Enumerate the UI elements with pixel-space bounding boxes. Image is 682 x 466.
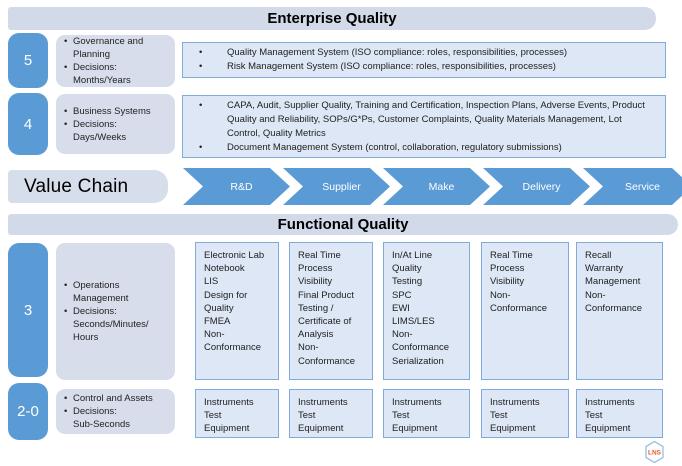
bullet-icon <box>199 46 227 60</box>
bullet-icon <box>64 392 73 405</box>
level-3-number: 3 <box>23 301 33 319</box>
value-chain-arrow-make: Make <box>383 168 490 205</box>
level-3-description-panel: Operations Management Decisions: Seconds… <box>56 243 175 380</box>
bullet-icon <box>64 61 73 74</box>
equipment-box-make: Instruments Test Equipment <box>383 389 470 438</box>
level-4-number: 4 <box>23 115 33 133</box>
enterprise-quality-banner: Enterprise Quality <box>8 7 656 30</box>
level-4-description-panel: Business Systems Decisions: Days/Weeks <box>56 94 175 154</box>
bullet-item: Control and Assets <box>64 392 169 405</box>
bullet-item: Decisions: Seconds/Minutes/ Hours <box>64 305 169 344</box>
bullet-icon <box>64 279 73 292</box>
bullet-icon <box>199 141 227 155</box>
tech-column-supplier: Real Time Process Visibility Final Produ… <box>289 242 373 380</box>
bullet-text: Control and Assets <box>73 393 153 404</box>
bullet-item: Decisions: Months/Years <box>64 61 169 87</box>
tech-column-make: In/At Line Quality Testing SPC EWI LIMS/… <box>383 242 470 380</box>
bullet-item: Decisions: Days/Weeks <box>64 118 169 144</box>
stage-label: Delivery <box>522 180 561 193</box>
level-2-0-number: 2-0 <box>17 403 39 420</box>
bullet-item: Business Systems <box>64 105 169 118</box>
bullet-item: Document Management System (control, col… <box>199 141 657 155</box>
value-chain-arrow-service: Service <box>583 168 682 205</box>
bullet-icon <box>64 35 73 48</box>
bullet-item: Governance and Planning <box>64 35 169 61</box>
value-chain-arrow-delivery: Delivery <box>483 168 590 205</box>
equipment-box-service: Instruments Test Equipment <box>576 389 663 438</box>
bullet-text: Decisions: Days/Weeks <box>73 118 127 143</box>
tech-column-rd: Electronic Lab Notebook LIS Design for Q… <box>195 242 279 380</box>
bullet-item: Quality Management System (ISO complianc… <box>199 46 657 60</box>
level-5-description-panel: Governance and Planning Decisions: Month… <box>56 35 175 87</box>
bullet-icon <box>64 118 73 131</box>
functional-quality-title: Functional Quality <box>277 216 409 233</box>
bullet-text: Quality Management System (ISO complianc… <box>227 47 568 58</box>
value-chain-label: Value Chain <box>8 170 168 203</box>
level-4-content-panel: CAPA, Audit, Supplier Quality, Training … <box>182 95 666 158</box>
bullet-text: CAPA, Audit, Supplier Quality, Training … <box>227 99 645 139</box>
bullet-item: Decisions: Sub-Seconds <box>64 405 169 431</box>
bullet-text: Document Management System (control, col… <box>227 141 562 153</box>
stage-label: Supplier <box>322 180 361 193</box>
level-4-badge: 4 <box>8 93 48 155</box>
bullet-icon <box>64 105 73 118</box>
bullet-text: Decisions: Months/Years <box>73 62 131 86</box>
bullet-item: Risk Management System (ISO compliance: … <box>199 60 657 74</box>
lns-logo: LNS <box>644 440 665 464</box>
stage-label: Service <box>624 180 660 193</box>
level-5-number: 5 <box>23 52 33 69</box>
value-chain-arrows: R&D Supplier Make Delivery Service <box>183 168 682 205</box>
bullet-text: Decisions: Sub-Seconds <box>73 406 131 430</box>
value-chain-arrow-supplier: Supplier <box>283 168 390 205</box>
equipment-box-delivery: Instruments Test Equipment <box>481 389 569 438</box>
level-5-badge: 5 <box>8 33 48 88</box>
bullet-icon <box>64 305 73 318</box>
bullet-item: CAPA, Audit, Supplier Quality, Training … <box>199 99 657 141</box>
level-2-0-description-panel: Control and Assets Decisions: Sub-Second… <box>56 389 175 434</box>
stage-label: R&D <box>230 180 253 193</box>
functional-quality-banner: Functional Quality <box>8 214 678 235</box>
equipment-box-rd: Instruments Test Equipment <box>195 389 279 438</box>
tech-column-service: Recall Warranty Management Non- Conforma… <box>576 242 663 380</box>
stage-label: Make <box>428 180 455 193</box>
level-5-content-panel: Quality Management System (ISO complianc… <box>182 42 666 78</box>
level-2-0-badge: 2-0 <box>8 383 48 440</box>
value-chain-text: Value Chain <box>24 175 129 197</box>
bullet-text: Business Systems <box>73 105 151 117</box>
lns-logo-icon: LNS <box>645 440 664 464</box>
bullet-text: Decisions: Seconds/Minutes/ Hours <box>73 306 149 343</box>
lns-logo-text: LNS <box>648 450 662 457</box>
value-chain-arrow-rd: R&D <box>183 168 290 205</box>
level-3-badge: 3 <box>8 243 48 377</box>
bullet-icon <box>199 99 227 113</box>
bullet-item: Operations Management <box>64 279 169 305</box>
tech-column-delivery: Real Time Process Visibility Non- Confor… <box>481 242 569 380</box>
bullet-text: Risk Management System (ISO compliance: … <box>227 61 556 72</box>
bullet-icon <box>64 405 73 418</box>
bullet-text: Operations Management <box>73 280 129 304</box>
bullet-icon <box>199 60 227 74</box>
equipment-box-supplier: Instruments Test Equipment <box>289 389 373 438</box>
enterprise-quality-title: Enterprise Quality <box>267 10 397 27</box>
bullet-text: Governance and Planning <box>73 36 144 60</box>
